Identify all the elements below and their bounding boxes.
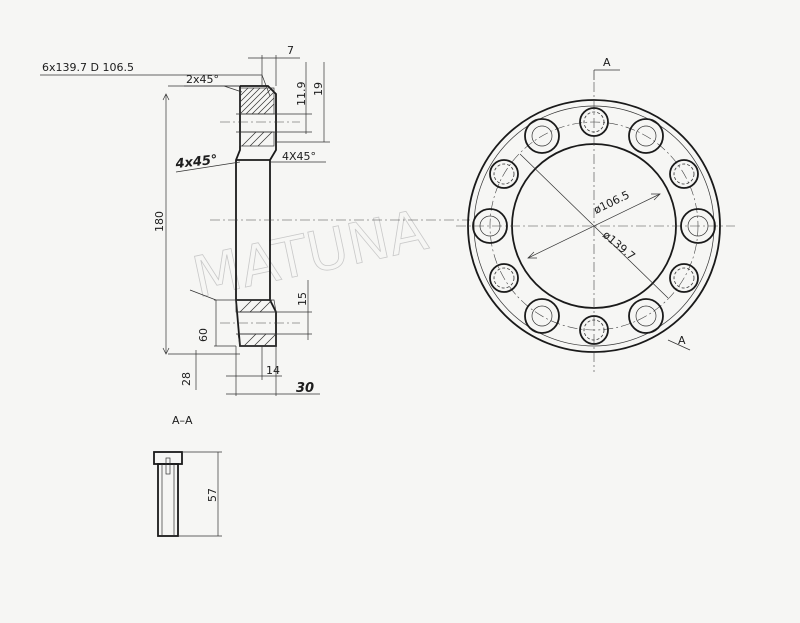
dim-dia-139-7: ø139.7 [600, 228, 638, 263]
dim-chamfer-2x45: 2x45° [186, 73, 219, 86]
dim-30: 30 [296, 381, 314, 396]
stud-section: 57 [153, 451, 222, 537]
dim-180: 180 [153, 211, 166, 232]
threaded-holes [489, 107, 699, 345]
front-view: ø106.5 ø139.7 A A [456, 56, 735, 372]
dim-60: 60 [197, 328, 210, 342]
section-marker-top: A [603, 56, 611, 69]
dim-11-9: 11.9 [295, 82, 308, 107]
dim-7: 7 [287, 44, 294, 57]
title-label: 6x139.7 D 106.5 [42, 61, 134, 74]
flange-outline [235, 85, 277, 347]
dim-dia-106-5: ø106.5 [592, 188, 632, 216]
dim-28: 28 [180, 372, 193, 386]
stud-holes [472, 118, 716, 334]
watermark-text: MATUNA [187, 198, 433, 311]
dim-57: 57 [206, 488, 219, 502]
dim-19: 19 [312, 82, 325, 96]
dim-14: 14 [266, 364, 280, 377]
hatch-top [239, 87, 275, 147]
section-title: A–A [172, 414, 193, 427]
dim-15: 15 [296, 292, 309, 306]
section-marker-bottom: A [678, 334, 686, 347]
dim-chamfer-4x45-right: 4X45° [282, 150, 316, 163]
